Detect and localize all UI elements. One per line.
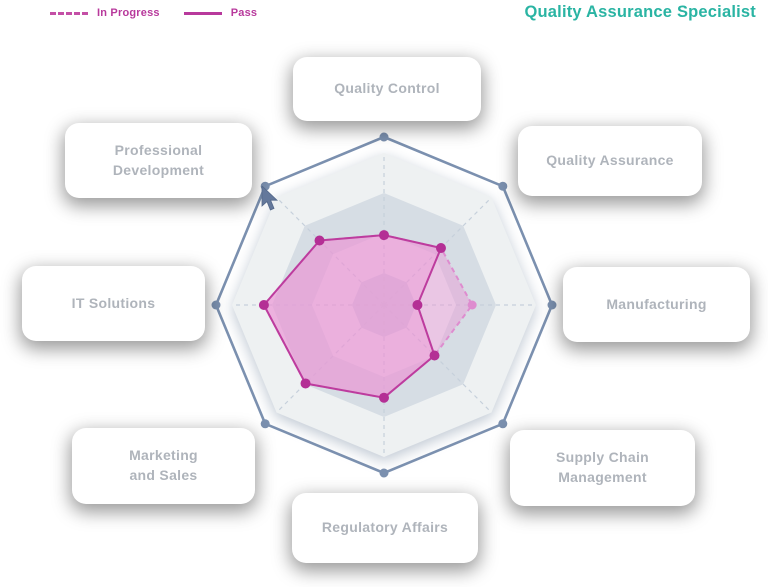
card-supply-chain-management[interactable]: Supply Chain Management [510,430,695,506]
card-regulatory-affairs[interactable]: Regulatory Affairs [292,493,478,563]
card-label: Marketing and Sales [129,447,198,483]
card-label: Regulatory Affairs [321,519,449,536]
dashed-line-swatch-icon [50,11,88,15]
card-label: Quality Control [334,80,440,97]
connector-octagon [211,132,557,478]
card-quality-assurance[interactable]: Quality Assurance [518,126,702,196]
card-label: Professional Development [112,141,205,178]
pointer-cursor-icon [261,186,279,211]
series-pass [258,230,446,403]
legend-item-pass: Pass [183,7,258,19]
solid-line-swatch-icon [183,11,222,15]
legend-label: In Progress [97,7,160,19]
card-professional-development[interactable]: Professional Development [65,123,252,198]
card-label: Supply Chain Management [555,449,650,485]
card-it-solutions[interactable]: IT Solutions [22,266,205,341]
card-label: Manufacturing [606,295,707,312]
card-manufacturing[interactable]: Manufacturing [563,267,750,342]
card-marketing-and-sales[interactable]: Marketing and Sales [72,428,255,504]
legend-item-in-progress: In Progress [50,7,160,19]
legend: In Progress Pass [50,7,257,19]
card-label: Quality Assurance [546,152,674,169]
card-label: IT Solutions [71,294,156,311]
card-quality-control[interactable]: Quality Control [293,57,481,121]
legend-label: Pass [230,7,258,19]
page-title: Quality Assurance Specialist [524,3,756,21]
